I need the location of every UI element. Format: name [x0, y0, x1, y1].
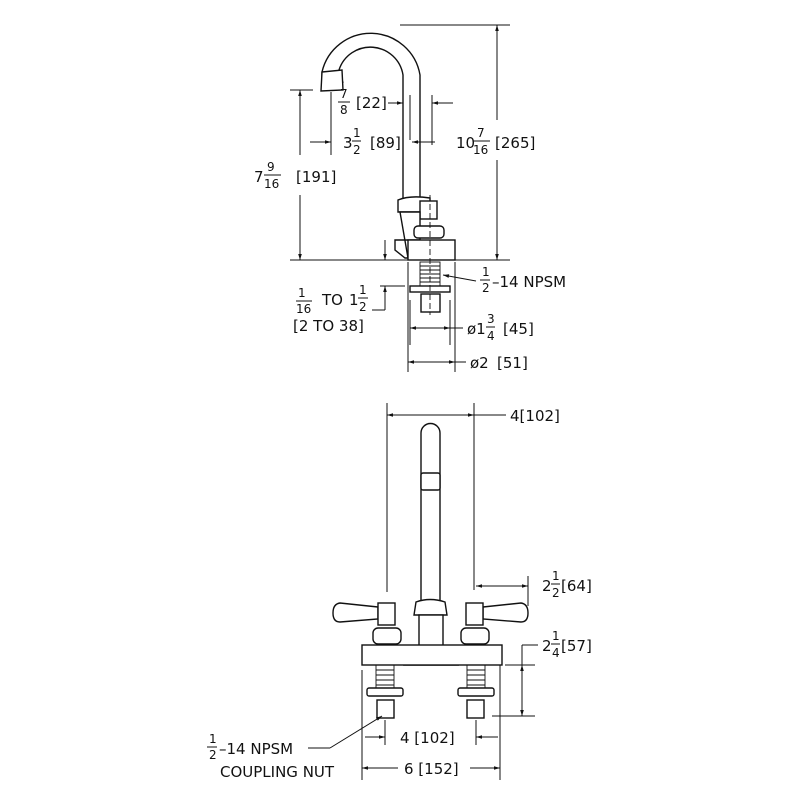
- base-block: [407, 239, 456, 261]
- dim-den: 16: [473, 143, 488, 157]
- dim-den: 2: [359, 300, 367, 314]
- spout-nozzle: [320, 69, 344, 92]
- dim-deck-range: 1 16 TO 1 1 2 [2 TO 38]: [293, 240, 405, 335]
- dim-num: 7: [340, 87, 348, 101]
- label-thread: 1 2 –14 NPSM: [442, 265, 566, 295]
- dim-num: 9: [267, 160, 275, 174]
- dim-den: 4: [552, 646, 560, 660]
- dim-base-width: 6 [152]: [361, 665, 501, 780]
- dim-mm: [64]: [561, 577, 592, 595]
- dim-mm: [51]: [497, 354, 528, 372]
- dim-den: 2: [209, 748, 217, 762]
- deck-plate: [361, 644, 503, 666]
- dim-centers: 4 [102]: [365, 720, 498, 747]
- dim-mm: [191]: [296, 168, 336, 186]
- dim-num: 1: [359, 283, 367, 297]
- dim-whole: 10: [456, 134, 475, 152]
- dim-prefix: ø1: [467, 320, 486, 338]
- dim-num: 1: [209, 732, 217, 746]
- dim-whole: 2: [542, 637, 552, 655]
- dim-den: 2: [353, 143, 361, 157]
- dim-mm: [57]: [561, 637, 592, 655]
- dim-mm: [45]: [503, 320, 534, 338]
- dim-num: 1: [552, 629, 560, 643]
- dim-num: 1: [482, 265, 490, 279]
- dim-mm: [2 TO 38]: [293, 317, 364, 335]
- spout-nut: [413, 598, 448, 616]
- right-shank: [466, 664, 486, 691]
- dim-text: 4[102]: [510, 407, 560, 425]
- left-flange: [366, 687, 404, 697]
- thread-lines: [376, 669, 485, 686]
- dim-den: 16: [296, 302, 311, 316]
- dim-den: 2: [552, 586, 560, 600]
- gooseneck-spout: [321, 32, 421, 200]
- dim-den: 4: [487, 329, 495, 343]
- dim-mm: [22]: [356, 94, 387, 112]
- dim-handle-span: 4[102]: [386, 403, 560, 592]
- front-view-faucet: [332, 422, 529, 719]
- dim-text: 6 [152]: [404, 760, 459, 778]
- left-shank: [375, 664, 395, 691]
- front-spout: [420, 422, 441, 611]
- label-line1: –14 NPSM: [219, 740, 293, 758]
- left-handle-hub: [377, 602, 396, 626]
- dim-flange-diameter: ø1 3 4 [45]: [409, 300, 534, 345]
- left-lever-handle: [332, 602, 379, 623]
- dim-whole: 3: [343, 134, 353, 152]
- right-cartridge: [460, 627, 490, 645]
- dim-den: 8: [340, 103, 348, 117]
- thread-text: –14 NPSM: [492, 273, 566, 291]
- dim-whole: 2: [542, 577, 552, 595]
- label-line2: COUPLING NUT: [220, 763, 335, 781]
- bonnet-nut: [413, 225, 445, 239]
- dim-den: 2: [482, 281, 490, 295]
- right-handle-hub: [465, 602, 484, 626]
- label-coupling-nut: 1 2 –14 NPSM COUPLING NUT: [207, 715, 383, 781]
- dim-num: 7: [477, 126, 485, 140]
- dim-handle-reach: 2 1 2 [64]: [476, 569, 592, 606]
- dim-whole: 7: [254, 168, 264, 186]
- spout-sleeve: [420, 472, 441, 491]
- left-coupling-nut: [376, 699, 395, 719]
- dim-overall-height: 10 7 16 [265]: [400, 24, 535, 260]
- dim-num: 3: [487, 312, 495, 326]
- dim-mm: [265]: [495, 134, 535, 152]
- dim-to: TO: [321, 291, 343, 309]
- dim-num: 1: [552, 569, 560, 583]
- valve-stem: [419, 200, 438, 220]
- dim-prefix: ø2: [470, 354, 489, 372]
- dim-spout-height: 7 9 16 [191]: [254, 89, 336, 260]
- dim-num: 1: [353, 126, 361, 140]
- dim-text: 4 [102]: [400, 729, 455, 747]
- left-cartridge: [372, 627, 402, 645]
- dim-whole: 1: [349, 291, 359, 309]
- right-coupling-nut: [466, 699, 485, 719]
- dim-num: 1: [298, 286, 306, 300]
- coupling-nut: [420, 293, 441, 313]
- dim-base-diameter: ø2 [51]: [407, 262, 528, 372]
- right-lever-handle: [482, 602, 529, 623]
- dim-tube-diameter: 7 8 [22]: [338, 87, 453, 145]
- dim-den: 16: [264, 177, 279, 191]
- dim-mm: [89]: [370, 134, 401, 152]
- dim-shank-length: 2 1 4 [57]: [492, 629, 592, 717]
- right-flange: [457, 687, 495, 697]
- side-view-faucet: [320, 32, 456, 315]
- dim-spout-reach: 3 1 2 [89]: [310, 92, 435, 157]
